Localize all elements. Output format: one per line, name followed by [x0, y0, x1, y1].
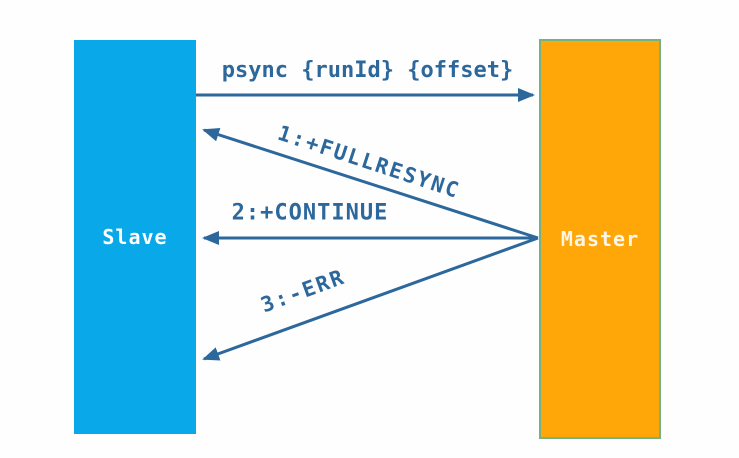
slave-node-label: Slave — [102, 225, 168, 249]
slave-node: Slave — [74, 40, 196, 434]
continue-message-label: 2:+CONTINUE — [231, 200, 389, 226]
fullresync-message-label: 1:+FULLRESYNC — [274, 120, 464, 204]
err-message-label: 3:-ERR — [257, 264, 349, 318]
psync-message-label: psync {runId} {offset} — [221, 58, 514, 83]
err-arrow — [202, 236, 539, 361]
master-node-label: Master — [560, 227, 640, 251]
master-node: Master — [539, 39, 661, 439]
